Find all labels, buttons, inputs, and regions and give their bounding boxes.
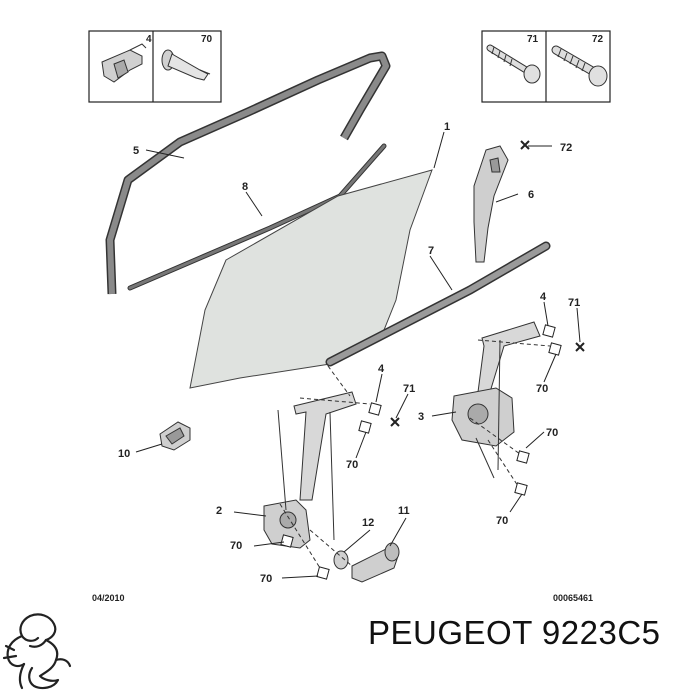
callout-11: 11 xyxy=(398,505,410,517)
push-rivet-icon xyxy=(161,49,211,81)
callout-71-front: 71 xyxy=(403,383,415,395)
callout-4-front: 4 xyxy=(378,363,385,375)
callout-70-front-lower: 70 xyxy=(260,573,272,585)
small-clip-70-group xyxy=(280,324,562,580)
winder-handle xyxy=(351,542,400,583)
inset-box-right: 71 72 xyxy=(481,30,611,103)
callout-3: 3 xyxy=(418,411,424,423)
front-window-regulator xyxy=(263,391,357,549)
inset-box-left: 4 70 xyxy=(88,30,222,103)
glass-clip xyxy=(159,421,191,451)
callout-7: 7 xyxy=(428,245,434,257)
diagram-date: 04/2010 xyxy=(92,593,125,603)
part-number-title: PEUGEOT 9223C5 xyxy=(368,614,661,651)
dashed-assembly-lines xyxy=(279,339,551,569)
peugeot-lion-icon xyxy=(2,613,72,690)
callout-72: 72 xyxy=(560,142,572,154)
callout-2: 2 xyxy=(216,505,222,517)
inset-label-71: 71 xyxy=(527,34,539,45)
rear-window-regulator xyxy=(451,321,541,479)
screw-72-icon xyxy=(551,45,608,87)
screw-marker-group xyxy=(390,140,585,427)
callout-70-rear-upper: 70 xyxy=(536,383,548,395)
inner-waist-seal xyxy=(127,143,387,291)
callout-70-rear-lower: 70 xyxy=(496,515,508,527)
callout-70-front-middle: 70 xyxy=(230,540,242,552)
door-glass xyxy=(189,169,433,389)
callout-70-front-upper: 70 xyxy=(346,459,358,471)
bushing xyxy=(333,550,349,570)
screw-71-icon xyxy=(486,44,541,84)
inset-label-72: 72 xyxy=(592,34,604,45)
diagram-reference: 00065461 xyxy=(553,593,593,603)
callout-1: 1 xyxy=(444,121,450,133)
clip-icon xyxy=(101,43,147,83)
callout-10: 10 xyxy=(118,448,130,460)
callout-4-rear: 4 xyxy=(540,291,547,303)
door-frame-seal xyxy=(105,51,391,295)
callout-12: 12 xyxy=(362,517,374,529)
inset-label-70: 70 xyxy=(201,34,213,45)
callout-6: 6 xyxy=(528,189,534,201)
rear-guide-channel xyxy=(473,145,509,263)
leader-lines xyxy=(135,131,581,579)
callout-8: 8 xyxy=(242,181,248,193)
callout-71-rear: 71 xyxy=(568,297,580,309)
callout-70-rear-middle: 70 xyxy=(546,427,558,439)
inset-label-4: 4 xyxy=(146,34,152,45)
outer-waist-seal xyxy=(325,241,551,367)
callout-5: 5 xyxy=(133,145,139,157)
